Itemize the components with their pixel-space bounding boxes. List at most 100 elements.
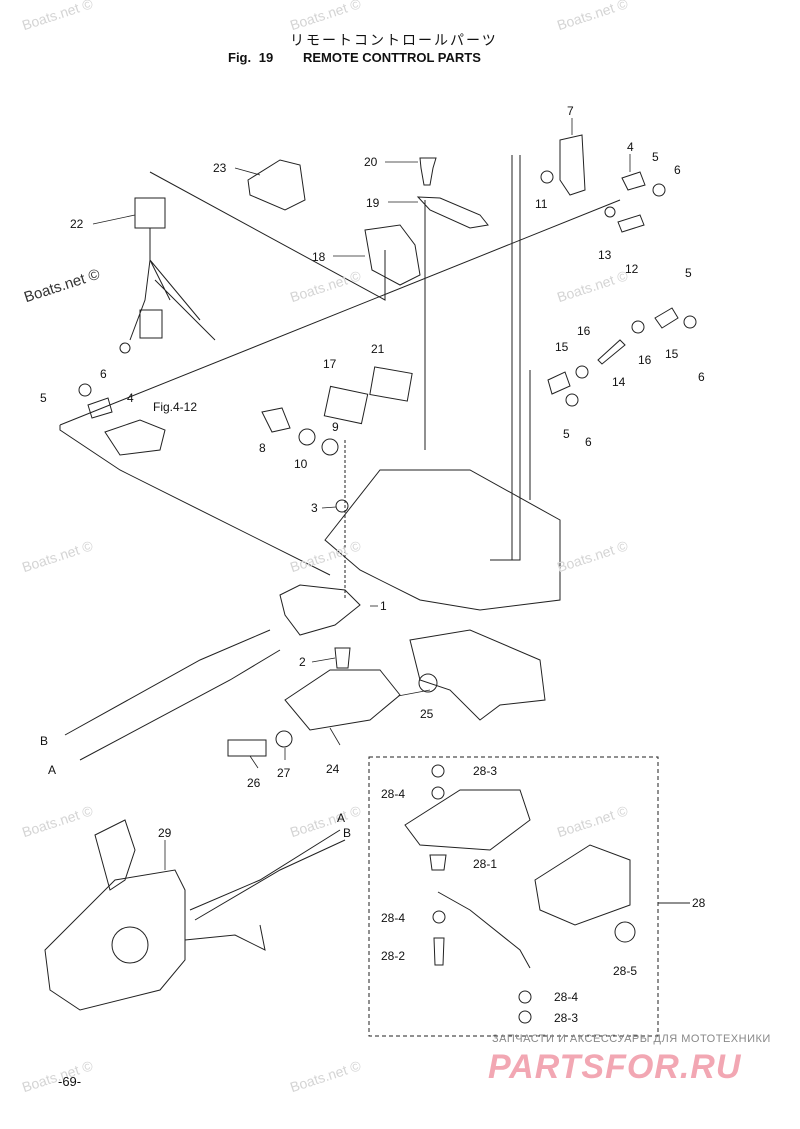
callout-17: 17 [323,357,337,371]
callout-10: 10 [294,457,308,471]
part-29-dial [111,926,149,964]
part-29-wires [184,924,266,951]
frame-line-right [490,155,521,561]
cable-lower-2 [79,649,281,761]
callout-23: 23 [213,161,227,175]
advert-tagline: ЗАПЧАСТИ И АКСЕССУАРЫ ДЛЯ МОТОТЕХНИКИ [492,1033,771,1045]
part-16-a [575,365,589,379]
advert-logo[interactable]: PARTSFOR.RU [488,1048,742,1086]
callout-12: 12 [625,262,639,276]
part-19 [416,196,489,229]
part-25-bracket [409,629,546,721]
page-title: REMOTE CONTTROL PARTS [303,50,481,65]
callout-28-4: 28-4 [381,911,406,925]
callout-2: 2 [299,655,306,669]
part-29-cables [189,829,346,921]
cable-lower-1 [64,629,271,736]
callout-cable-a: A [337,811,346,825]
frame-line-diag [59,199,621,426]
callout-28-5: 28-5 [613,964,638,978]
part-27 [275,730,293,748]
part-5-left [78,383,92,397]
callout-21: 21 [371,342,385,356]
callout-8: 8 [259,441,266,455]
frame-line-left [59,425,331,576]
callout-22: 22 [70,217,84,231]
part-4-left [87,397,113,419]
callout-14: 14 [612,375,626,389]
part-15-left [547,371,571,395]
part-28-housing [534,844,631,926]
callout-cable-b: B [40,734,49,748]
part-25 [418,673,438,693]
callout-13: 13 [598,248,612,262]
part-28-1 [429,854,447,871]
callout-11: 11 [535,197,548,211]
part-7 [559,134,586,196]
callout-28-3: 28-3 [554,1011,579,1025]
callout-25: 25 [420,707,434,721]
callout-6: 6 [100,367,107,381]
callout-28-3: 28-3 [473,764,498,778]
callout-28: 28 [692,896,706,910]
callout-1: 1 [380,599,387,613]
callout-15: 15 [555,340,569,354]
callout-6: 6 [674,163,681,177]
callout-16: 16 [577,324,591,338]
callout-fig-reference: Fig.4-12 [153,400,198,414]
part-28-3a [431,764,445,778]
part-12 [617,214,645,233]
part-5-upper [652,183,666,197]
callout-26: 26 [247,776,261,790]
frame-line-upper [149,171,386,301]
callout-28-1: 28-1 [473,857,498,871]
part-15-right [654,307,679,329]
engine-block [324,469,561,611]
part-26 [227,739,267,757]
part-28-box [368,756,659,1037]
part-24 [284,669,401,731]
part-14 [597,339,626,365]
part-28-5 [614,921,636,943]
part-4-upper [621,171,646,191]
part-28-rod [437,891,531,969]
part-13 [604,206,616,218]
part-22-ring [119,342,131,354]
part-18 [364,224,421,286]
callout-5: 5 [563,427,570,441]
callout-24: 24 [326,762,340,776]
part-5-mid [683,315,697,329]
part-16-b [631,320,645,334]
callout-16: 16 [638,353,652,367]
callout-27: 27 [277,766,291,780]
callout-5: 5 [652,150,659,164]
part-28-bracket [404,789,531,851]
callout-15: 15 [665,347,679,361]
part-11 [540,170,554,184]
callout-cable-b: B [343,826,352,840]
callout-18: 18 [312,250,326,264]
part-1 [279,584,361,636]
part-5-lower [565,393,579,407]
part-21 [369,366,413,402]
callout-20: 20 [364,155,378,169]
callout-19: 19 [366,196,380,210]
callout-4: 4 [127,391,134,405]
callout-28-2: 28-2 [381,949,406,963]
callout-28-4: 28-4 [554,990,579,1004]
part-29-body [44,869,186,1011]
part-22-connector [134,197,166,229]
part-28-2 [433,937,445,966]
part-22-harness [129,228,216,341]
callout-6: 6 [585,435,592,449]
part-8 [261,407,291,433]
callout-5: 5 [40,391,47,405]
part-28-3b [518,1010,532,1024]
part-20 [419,157,437,186]
part-10 [298,428,316,446]
fig-4-12-bracket [104,419,166,456]
part-9 [321,438,339,456]
callout-5: 5 [685,266,692,280]
callout-cable-a: A [48,763,57,777]
